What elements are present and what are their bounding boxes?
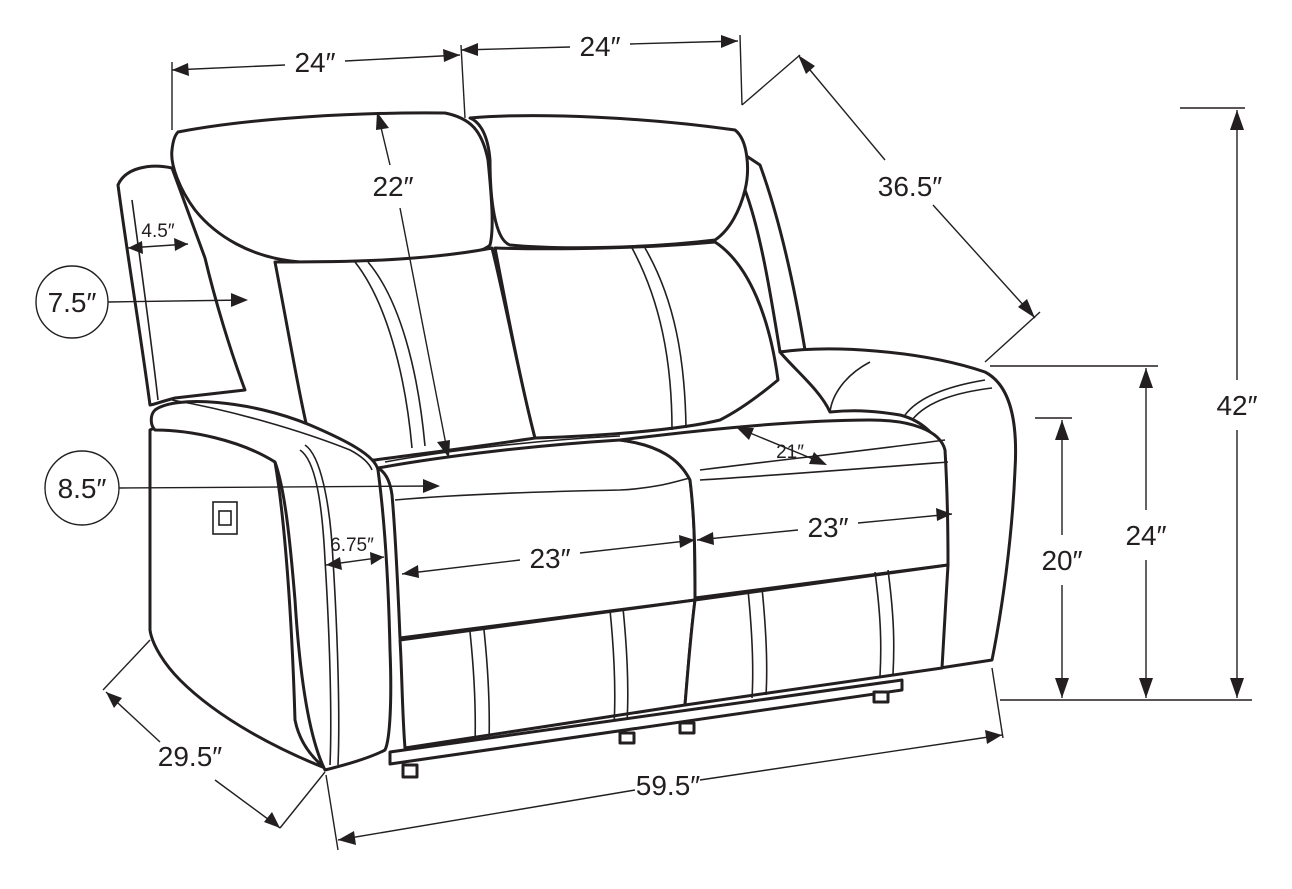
- usb-port-icon: [212, 501, 238, 535]
- label-seat-height: 20″: [1041, 545, 1082, 576]
- right-back-cushion: [493, 240, 780, 440]
- label-arm-height: 24″: [1125, 520, 1166, 551]
- dimension-lines: [35, 34, 1252, 851]
- right-seat-cushion: [618, 418, 950, 600]
- base-rail: [388, 678, 904, 766]
- label-arm-callout: 7.5″: [48, 287, 97, 318]
- loveseat-outline: [116, 111, 1018, 779]
- right-footrest: [683, 563, 950, 707]
- label-back-height: 22″: [372, 171, 413, 202]
- right-headrest: [468, 114, 750, 250]
- label-seat-width-left: 23″: [529, 543, 570, 574]
- label-seat-depth: 21″: [776, 442, 804, 463]
- label-arm-width-top: 4.5″: [141, 221, 174, 242]
- label-seat-callout: 8.5″: [58, 473, 107, 504]
- left-back-cushion: [273, 246, 537, 462]
- dimension-labels: 24″ 24″ 36.5″ 22″ 4.5″ 7.5″ 8.5″ 6.75″ 2…: [48, 31, 1258, 801]
- label-overall-height: 42″: [1216, 390, 1257, 421]
- label-diagonal-depth: 36.5″: [878, 171, 942, 202]
- label-back-left-width: 24″: [294, 47, 335, 78]
- label-overall-depth: 29.5″: [158, 741, 222, 772]
- left-headrest: [170, 111, 494, 264]
- label-seat-width-right: 23″: [807, 512, 848, 543]
- label-overall-width: 59.5″: [636, 770, 700, 801]
- label-arm-inner: 6.75″: [330, 535, 374, 556]
- label-back-right-width: 24″: [579, 31, 620, 62]
